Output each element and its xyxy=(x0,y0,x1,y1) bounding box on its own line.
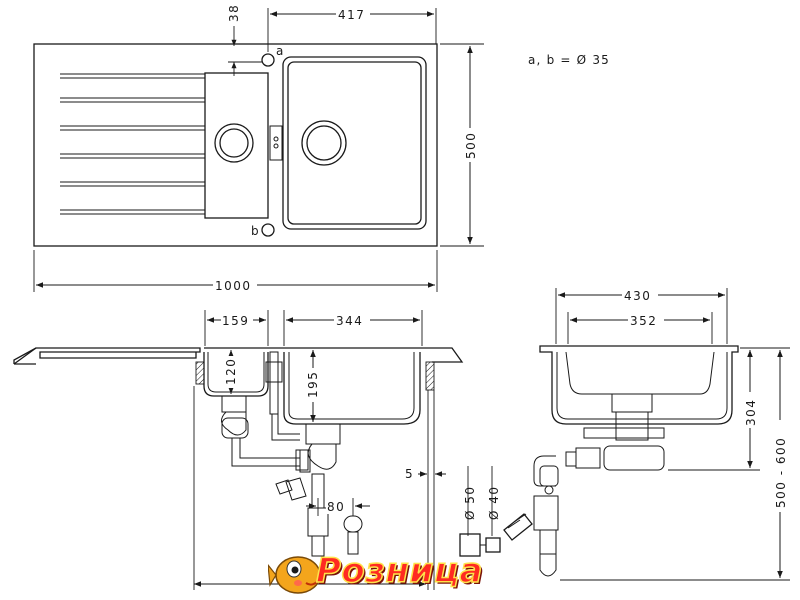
angle-valve xyxy=(285,477,307,501)
side-view: 430 352 304 500 - 600 xyxy=(503,287,790,581)
countertop-right xyxy=(426,347,464,363)
dim-depth: 500 xyxy=(440,43,484,247)
large-bowl-inner xyxy=(287,61,422,225)
cabinet-wall-right xyxy=(425,361,435,391)
logo-text: Розница xyxy=(315,550,483,592)
dim-pipe-spacing-label: 80 xyxy=(327,500,345,514)
dim-side-inner: 352 xyxy=(567,312,713,344)
dim-width-label: 1000 xyxy=(215,279,252,293)
dim-cabinet-range-label: 500 - 600 xyxy=(774,437,788,508)
drainboard-grooves xyxy=(60,73,205,215)
dim-side-height-label: 304 xyxy=(744,399,758,426)
side-angled-fitting xyxy=(503,513,533,541)
dim-cabinet-range: 500 - 600 xyxy=(560,350,790,581)
side-tail xyxy=(539,554,557,577)
large-drain-outer xyxy=(301,120,347,166)
dim-large-bowl-label: 344 xyxy=(336,314,363,328)
drainboard-edge xyxy=(13,347,201,365)
dim-side-inner-label: 352 xyxy=(630,314,657,328)
dim-gap: 5 xyxy=(405,390,446,590)
small-drain-inner xyxy=(219,128,249,158)
small-drain-outer xyxy=(214,123,254,163)
side-trap xyxy=(533,455,556,487)
dim-top-offset-label: 38 xyxy=(227,4,241,22)
dim-pipe-spacing: 80 xyxy=(306,498,370,516)
hole-a xyxy=(261,53,275,67)
pipe-diameters: Ø 50 Ø 40 xyxy=(459,466,501,557)
dim-large-bowl: 344 xyxy=(283,310,423,346)
dim-small-depth-label: 120 xyxy=(224,358,238,385)
side-bowl-outer xyxy=(539,345,739,425)
dim-gap-label: 5 xyxy=(405,467,414,481)
dim-small-depth: 120 xyxy=(222,350,238,394)
dim-large-depth: 195 xyxy=(304,350,320,422)
hole-note: a, b = Ø 35 xyxy=(528,53,610,67)
hole-b xyxy=(261,223,275,237)
dim-bowl-offset-label: 417 xyxy=(338,8,365,22)
dim-small-bowl: 159 xyxy=(204,310,269,346)
large-drain-inner xyxy=(306,125,342,161)
side-bowl-inner xyxy=(565,351,715,395)
large-bowl-section xyxy=(283,352,421,425)
dim-side-width-label: 430 xyxy=(624,289,651,303)
dim-side-width: 430 xyxy=(555,287,728,344)
dim-width: 1000 xyxy=(33,250,438,293)
dim-side-height: 304 xyxy=(668,347,790,471)
top-view: a b 38 417 500 xyxy=(33,2,610,293)
dim-large-depth-label: 195 xyxy=(306,371,320,398)
pipe-40-label: Ø 40 xyxy=(487,485,501,520)
dim-top-offset: 38 xyxy=(226,2,262,76)
large-bowl-outer xyxy=(282,56,427,230)
brand-logo: Розница xyxy=(268,549,530,597)
hole-b-label: b xyxy=(251,224,260,238)
dim-small-bowl-label: 159 xyxy=(222,314,249,328)
overflow xyxy=(269,125,283,161)
pipe-50-label: Ø 50 xyxy=(463,485,477,520)
fish-mascot-icon xyxy=(268,556,321,594)
dim-bowl-offset: 417 xyxy=(267,6,437,52)
cabinet-wall-left xyxy=(195,361,205,385)
hole-a-label: a xyxy=(276,44,285,58)
dim-depth-label: 500 xyxy=(464,132,478,159)
front-section: 159 344 120 195 5 xyxy=(13,310,464,590)
small-bowl xyxy=(204,72,269,219)
tail-pipe xyxy=(343,515,363,533)
